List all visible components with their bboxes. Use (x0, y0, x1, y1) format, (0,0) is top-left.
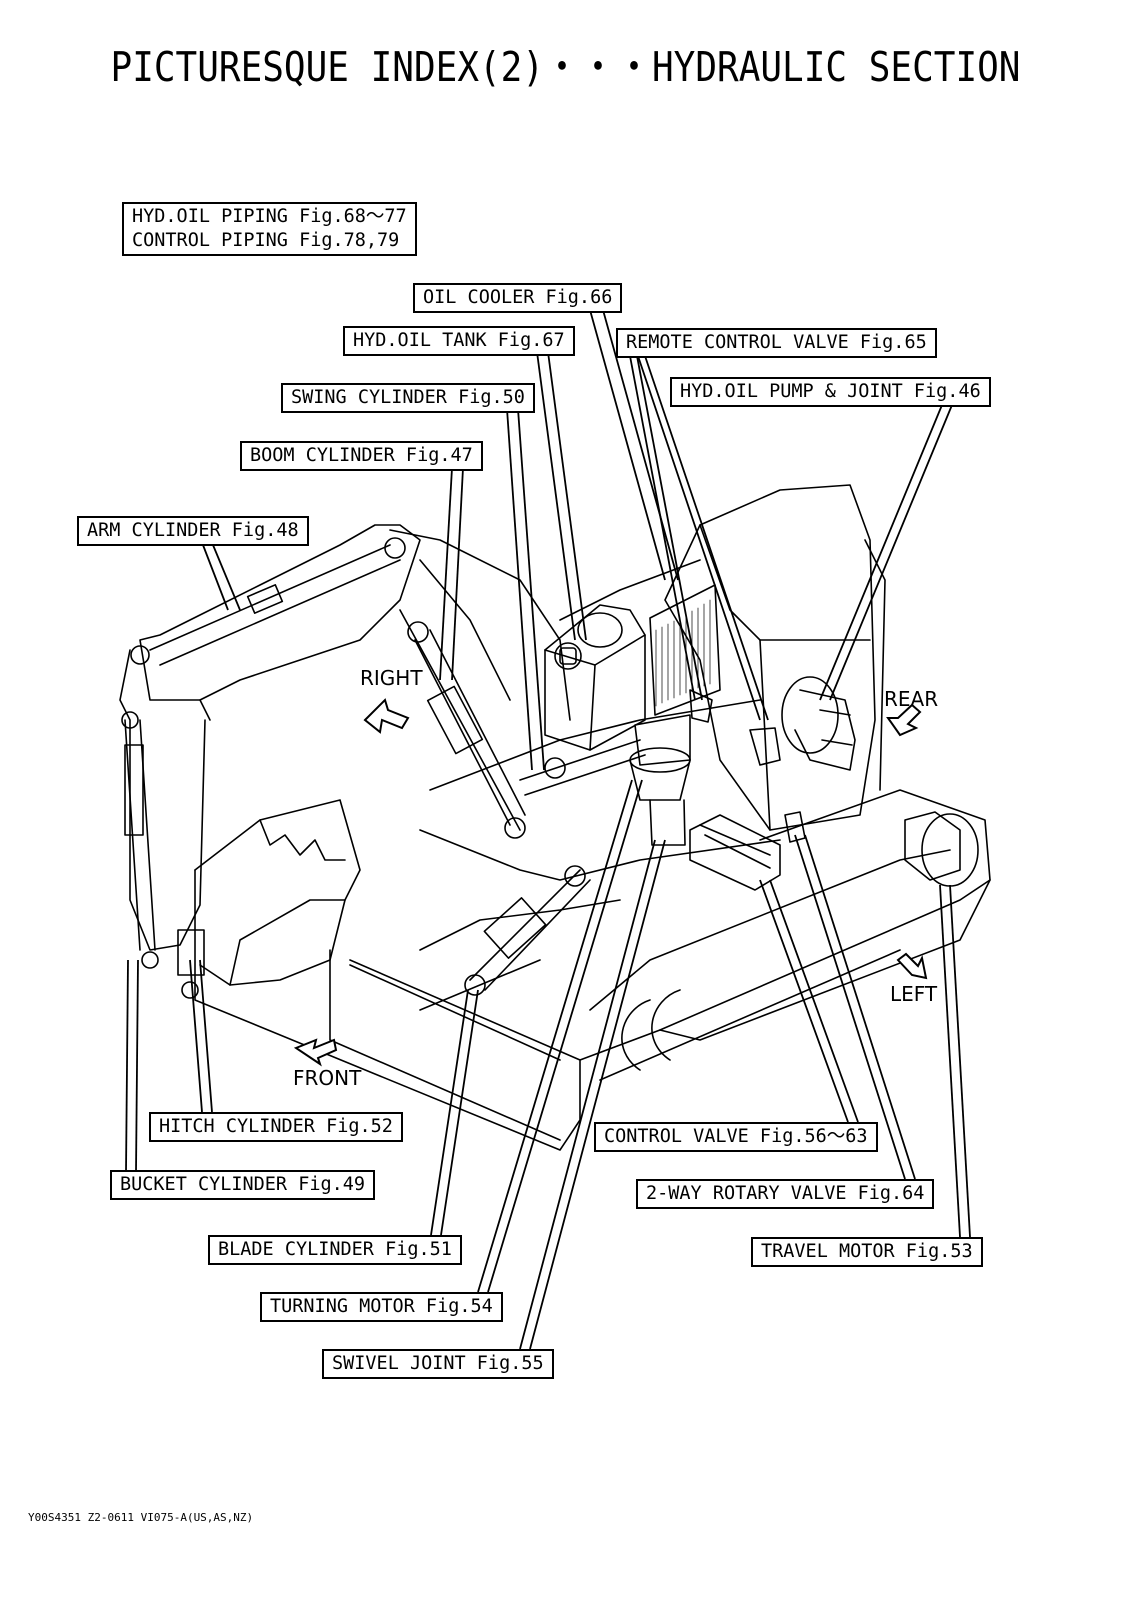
label-swing-cylinder: SWING CYLINDER Fig.50 (281, 383, 535, 413)
page-title: PICTURESQUE INDEX(2)・・・HYDRAULIC SECTION (110, 44, 1021, 92)
label-hyd-oil-pump-joint: HYD.OIL PUMP & JOINT Fig.46 (670, 377, 991, 407)
direction-right: RIGHT (360, 666, 423, 690)
label-turning-motor: TURNING MOTOR Fig.54 (260, 1292, 503, 1322)
label-rotary-valve: 2-WAY ROTARY VALVE Fig.64 (636, 1179, 935, 1209)
footer-code: Y00S4351 Z2-0611 VI075-A(US,AS,NZ) (28, 1511, 254, 1524)
label-control-piping-text: CONTROL PIPING Fig.78,79 (132, 230, 400, 251)
label-hyd-oil-piping-text: HYD.OIL PIPING Fig.68～77 (132, 206, 407, 227)
label-travel-motor: TRAVEL MOTOR Fig.53 (751, 1237, 983, 1267)
label-blade-cylinder: BLADE CYLINDER Fig.51 (208, 1235, 462, 1265)
label-hyd-oil-tank: HYD.OIL TANK Fig.67 (343, 326, 575, 356)
label-bucket-cylinder: BUCKET CYLINDER Fig.49 (110, 1170, 376, 1200)
label-control-valve: CONTROL VALVE Fig.56～63 (594, 1122, 878, 1152)
label-hyd-oil-piping: HYD.OIL PIPING Fig.68～77 CONTROL PIPING … (122, 202, 417, 256)
label-swivel-joint: SWIVEL JOINT Fig.55 (322, 1349, 554, 1379)
label-arm-cylinder: ARM CYLINDER Fig.48 (77, 516, 309, 546)
label-remote-control-valve: REMOTE CONTROL VALVE Fig.65 (616, 328, 937, 358)
label-boom-cylinder: BOOM CYLINDER Fig.47 (240, 441, 483, 471)
direction-front: FRONT (293, 1066, 362, 1090)
label-hitch-cylinder: HITCH CYLINDER Fig.52 (149, 1112, 403, 1142)
label-oil-cooler: OIL COOLER Fig.66 (413, 283, 623, 313)
direction-rear: REAR (884, 687, 939, 711)
direction-left: LEFT (890, 982, 938, 1006)
